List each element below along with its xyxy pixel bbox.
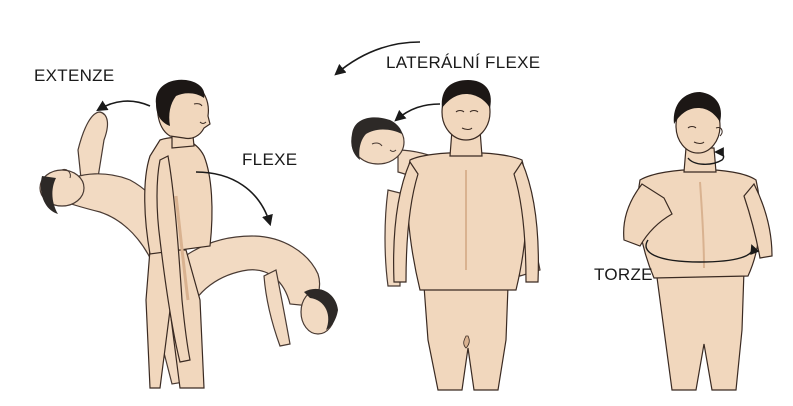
figure-torsion [624, 92, 772, 390]
extension-arrow [98, 101, 150, 110]
label-flexion: FLEXE [242, 150, 297, 170]
lateral-flexion-arrow-small [396, 104, 440, 120]
figure-extension-flexion [40, 80, 338, 388]
label-torsion: TORZE [594, 265, 653, 285]
label-lateral-flexion: LATERÁLNÍ FLEXE [386, 53, 540, 73]
lateral-upright-pose [394, 80, 539, 390]
figure-lateral-flexion [336, 42, 540, 390]
upright-pose [145, 80, 212, 388]
label-extension: EXTENZE [34, 66, 115, 86]
